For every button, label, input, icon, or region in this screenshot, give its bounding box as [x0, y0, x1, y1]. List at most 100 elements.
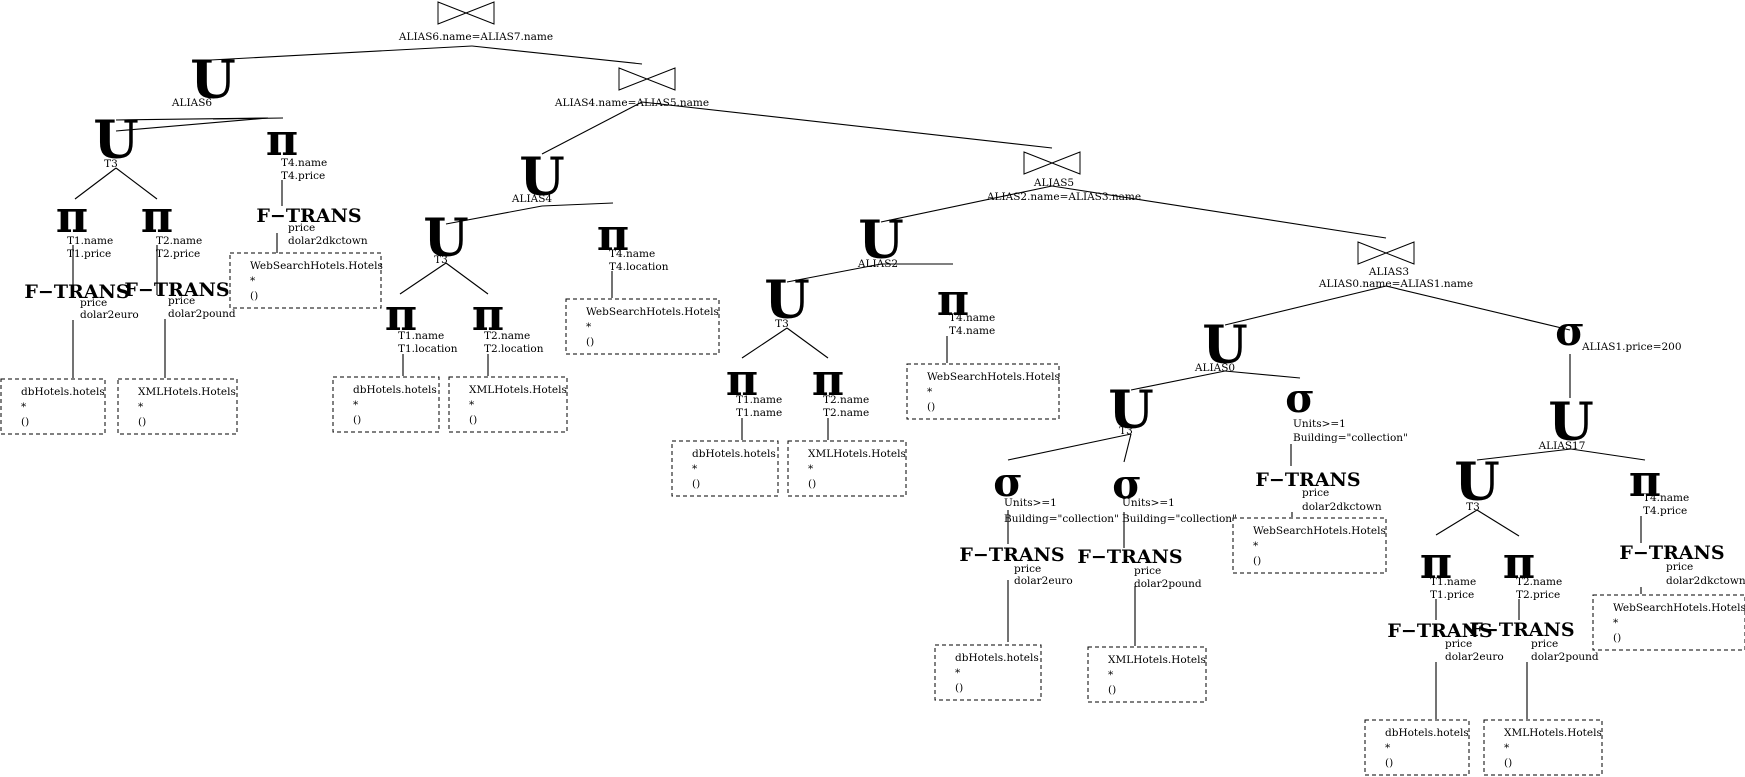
select-label: Units>=1	[1293, 418, 1346, 430]
ftrans-label: price	[1134, 565, 1161, 577]
tree-edge	[1123, 433, 1132, 463]
tree-edge	[1224, 285, 1387, 326]
project-label: T1.price	[1430, 589, 1474, 601]
source-detail: *	[1385, 742, 1391, 754]
source-node: dbHotels.hotels*()	[1364, 719, 1470, 776]
source-detail: ()	[1108, 684, 1116, 696]
tree-edge	[1130, 370, 1226, 391]
source-name: XMLHotels.Hotels	[469, 384, 567, 396]
project-label: T4.price	[281, 170, 325, 182]
tree-edge	[115, 117, 269, 132]
join-label: ALIAS4.name=ALIAS5.name	[554, 97, 709, 109]
join-icon	[1357, 241, 1415, 265]
source-detail: ()	[927, 401, 935, 413]
tree-edge	[880, 185, 1053, 223]
source-box	[906, 363, 1060, 420]
union-label: ALIAS17	[1538, 440, 1586, 452]
source-box	[1087, 646, 1207, 703]
tree-edge	[191, 45, 473, 62]
source-detail: *	[250, 275, 256, 287]
source-box	[1592, 594, 1745, 651]
ftrans-label: dolar2dkctown	[288, 235, 368, 247]
source-box	[1364, 719, 1470, 776]
source-node: WebSearchHotels.Hotels*()	[1592, 594, 1745, 651]
source-node: XMLHotels.Hotels*()	[117, 378, 238, 435]
source-detail: ()	[955, 682, 963, 694]
source-node: XMLHotels.Hotels*()	[448, 376, 568, 433]
projection-symbol: π	[1629, 456, 1661, 507]
project-label: T1.price	[67, 248, 111, 260]
ftrans-symbol: F−TRANS	[1387, 620, 1492, 642]
ftrans-label: price	[1302, 487, 1329, 499]
source-detail: ()	[586, 336, 594, 348]
source-name: WebSearchHotels.Hotels	[586, 306, 719, 318]
union-symbol: U	[1548, 392, 1593, 453]
select-label: Units>=1	[1122, 497, 1175, 509]
ftrans-symbol: F−TRANS	[124, 279, 229, 301]
union-label: T3	[434, 254, 448, 266]
source-node: WebSearchHotels.Hotels*()	[229, 252, 383, 309]
source-node: XMLHotels.Hotels*()	[1483, 719, 1603, 776]
union-label: T3	[1466, 501, 1480, 513]
union-symbol: U	[423, 208, 468, 269]
tree-edge	[541, 101, 643, 155]
source-detail: ()	[353, 414, 361, 426]
tree-edge	[1476, 448, 1572, 461]
source-node: dbHotels.hotels*()	[934, 644, 1042, 701]
tree-edge	[641, 101, 1053, 149]
join-icon	[618, 67, 676, 91]
union-symbol: U	[858, 210, 903, 271]
source-detail: *	[927, 386, 933, 398]
ftrans-label: dolar2pound	[168, 308, 236, 320]
join-icon	[1023, 151, 1081, 175]
project-label: T1.name	[736, 407, 782, 419]
projection-symbol: π	[266, 115, 298, 166]
union-symbol: U	[764, 270, 809, 331]
source-name: dbHotels.hotels	[692, 448, 776, 460]
union-label: ALIAS0	[1194, 362, 1235, 374]
tree-edge	[541, 202, 614, 207]
ftrans-symbol: F−TRANS	[959, 544, 1064, 566]
projection-symbol: π	[472, 290, 504, 341]
project-label: T1.name	[736, 394, 782, 406]
source-detail: ()	[1385, 757, 1393, 769]
tree-edge	[212, 117, 284, 120]
project-label: T2.name	[823, 394, 869, 406]
union-label: ALIAS6	[171, 97, 212, 109]
source-box	[1483, 719, 1603, 776]
union-symbol: U	[1454, 452, 1499, 513]
union-node: UT3	[1108, 380, 1153, 441]
source-box	[117, 378, 238, 435]
source-name: WebSearchHotels.Hotels	[927, 371, 1060, 383]
ftrans-symbol: F−TRANS	[24, 281, 129, 303]
source-box	[448, 376, 568, 433]
selection-symbol: σ	[1555, 308, 1585, 355]
project-label: T2.location	[484, 343, 544, 355]
projection-symbol: π	[597, 210, 629, 261]
tree-edge	[399, 262, 447, 295]
projection-symbol: π	[1420, 538, 1452, 589]
source-node: dbHotels.hotels * ()	[332, 376, 440, 433]
project-label: T2.price	[1516, 589, 1560, 601]
project-label: T4.name	[1643, 492, 1689, 504]
union-label: T3	[1119, 425, 1133, 437]
source-detail: ()	[250, 290, 258, 302]
source-name: dbHotels.hotels	[353, 384, 437, 396]
source-detail: *	[353, 399, 359, 411]
tree-edge	[74, 167, 117, 200]
select-label: Building="collection"	[1122, 513, 1237, 525]
union-symbol: U	[519, 147, 564, 208]
project-label: T4.location	[609, 261, 669, 273]
